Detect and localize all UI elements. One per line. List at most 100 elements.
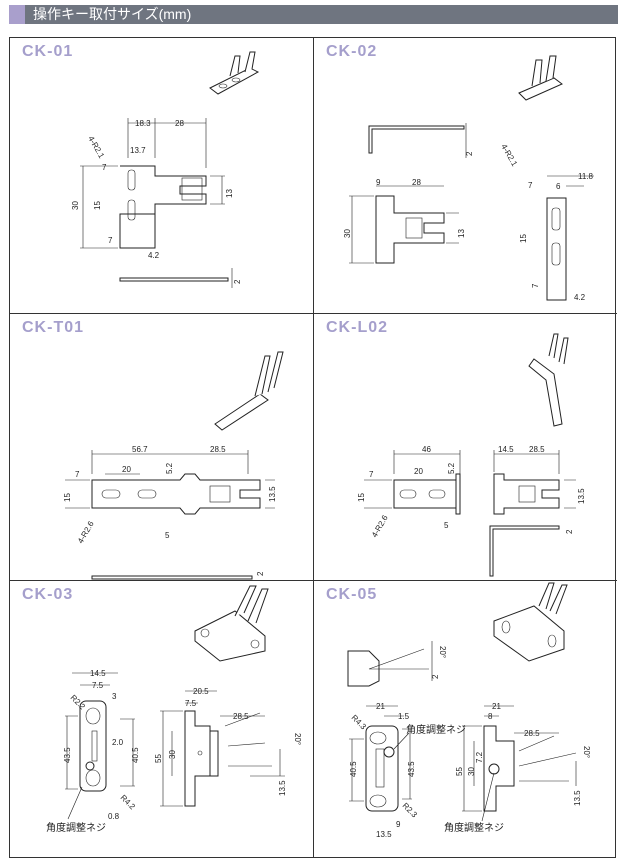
dim-label: 20°: [293, 733, 302, 745]
ck-05-drawing: 2 20° 21 1.5 R4.3 40.5 43.5 R2.3 9 13.5 …: [347, 582, 591, 839]
key-side-mini-view: [347, 648, 429, 687]
panel-ck-02: CK-02 2 9 28 30 13 4-R2.1 11.8 6 7 15 7 …: [314, 38, 617, 314]
dim-label: 7: [528, 181, 533, 190]
dim-label: 21: [376, 702, 385, 711]
dim-label: 13.5: [278, 780, 287, 796]
key-iso-view: [214, 351, 284, 431]
body-front-view: [365, 725, 399, 812]
dim-label: 7: [102, 163, 107, 172]
dim-label: 55: [455, 767, 464, 776]
dim-label: 7: [369, 470, 374, 479]
key-iso-view: [194, 585, 269, 662]
panel-ck-01: CK-01 18.3 28 13.7 4-R2.1 7 30 15 13 7 4…: [10, 38, 314, 314]
dim-label: 13.5: [573, 790, 582, 806]
dim-label: 15: [93, 201, 102, 210]
dim-label: 7: [531, 283, 540, 288]
dim-label: 20.5: [193, 687, 209, 696]
dim-label: 13: [457, 229, 466, 238]
dim-label: 5.2: [165, 462, 174, 474]
dim-label: 4-R2.6: [76, 519, 96, 545]
dim-label: R4.3: [350, 713, 369, 732]
dim-label: 2: [233, 279, 242, 284]
dim-label: 43.5: [407, 761, 416, 777]
body-front-view: [79, 700, 107, 792]
key-front-view-left: [393, 473, 461, 515]
dim-label: 2.0: [112, 738, 124, 747]
key-front-view: [375, 195, 445, 264]
dim-label: 7.5: [185, 699, 197, 708]
dim-label: 5: [165, 531, 170, 540]
dim-label: 30: [71, 201, 80, 210]
ck-l02-drawing: 46 14.5 28.5 7 20 5.2 15 13.5 4-R2.6 5 2: [357, 333, 586, 577]
dim-label: 7.2: [475, 751, 484, 763]
key-front-view-right: [493, 473, 560, 515]
dim-label: 30: [467, 767, 476, 776]
adjust-screw-icon: [85, 761, 95, 771]
dim-label: 2: [431, 674, 440, 679]
dim-label: 4-R2.1: [499, 143, 519, 169]
panel-ck-t01: CK-T01 56.7 28.5 7 20 5.2 15 13.5 4-R2.6…: [10, 314, 314, 581]
dim-label: 40.5: [349, 761, 358, 777]
adjust-screw-label: 角度調整ネジ: [46, 821, 106, 834]
section-title: 操作キー取付サイズ(mm): [33, 6, 192, 22]
dim-label: R4.2: [119, 793, 138, 812]
dim-label: 8: [488, 712, 493, 721]
dim-label: 14.5: [498, 445, 514, 454]
adjust-screw-icon: [383, 746, 395, 758]
key-side-view: [489, 525, 560, 577]
dim-label: 13.5: [577, 488, 586, 504]
key-front-view: [119, 165, 207, 249]
adjust-screw-label: 角度調整ネジ: [444, 821, 504, 834]
panel-title: CK-L02: [326, 319, 389, 336]
dim-label: 40.5: [131, 747, 140, 763]
body-side-view: [483, 725, 577, 812]
panel-ck-03: CK-03 14.5 7.5 3 R2.2 2.0 43.5 40.5 R4.2…: [10, 581, 314, 857]
dim-label: 4.2: [148, 251, 160, 260]
dim-label: 28: [175, 119, 184, 128]
dim-label: 1.5: [398, 712, 410, 721]
dim-label: 9: [396, 820, 401, 829]
key-iso-view: [518, 55, 563, 101]
dim-label: 4.2: [574, 293, 586, 302]
dim-label: 55: [154, 754, 163, 763]
ck-t01-drawing: 56.7 28.5 7 20 5.2 15 13.5 4-R2.6 5 2: [63, 351, 284, 580]
key-end-view: [546, 197, 567, 301]
dim-label: 28.5: [210, 445, 226, 454]
dim-label: 15: [519, 234, 528, 243]
dim-label: 9: [376, 178, 381, 187]
dim-label: R2.3: [401, 801, 420, 820]
dim-label: 5: [444, 521, 449, 530]
dim-label: 2: [465, 151, 474, 156]
dim-label: 13.5: [376, 830, 392, 839]
dim-label: 15: [357, 493, 366, 502]
key-iso-view: [493, 582, 568, 662]
dim-label: 21: [492, 702, 501, 711]
dim-label: 0.8: [108, 812, 120, 821]
dim-label: 2: [565, 529, 574, 534]
dim-label: 7: [75, 470, 80, 479]
dim-label: 13.7: [130, 146, 146, 155]
ck-01-drawing: 18.3 28 13.7 4-R2.1 7 30 15 13 7 4.2 2: [71, 51, 260, 288]
dim-label: 18.3: [135, 119, 151, 128]
dim-label: 13.5: [268, 486, 277, 502]
dim-label: 4-R2.6: [370, 513, 390, 539]
panel-title: CK-05: [326, 586, 378, 603]
key-front-view: [91, 473, 261, 515]
dim-label: 13: [225, 189, 234, 198]
dim-label: 30: [168, 750, 177, 759]
key-iso-view: [209, 51, 260, 95]
panel-title: CK-T01: [22, 319, 85, 336]
key-side-view: [368, 125, 465, 154]
key-size-grid: CK-01 18.3 28 13.7 4-R2.1 7 30 15 13 7 4…: [9, 37, 617, 858]
dim-label: 28.5: [233, 712, 249, 721]
header-accent: [9, 5, 25, 24]
dim-label: 3: [112, 692, 117, 701]
dim-label: 7.5: [92, 681, 104, 690]
dim-label: 20°: [438, 646, 447, 658]
ck-03-drawing: 14.5 7.5 3 R2.2 2.0 43.5 40.5 R4.2 0.8 角…: [46, 585, 302, 834]
key-side-view: [119, 277, 229, 282]
dim-label: 14.5: [90, 669, 106, 678]
panel-title: CK-03: [22, 586, 74, 603]
dim-label: 7: [108, 236, 113, 245]
dim-label: 5.2: [447, 462, 456, 474]
